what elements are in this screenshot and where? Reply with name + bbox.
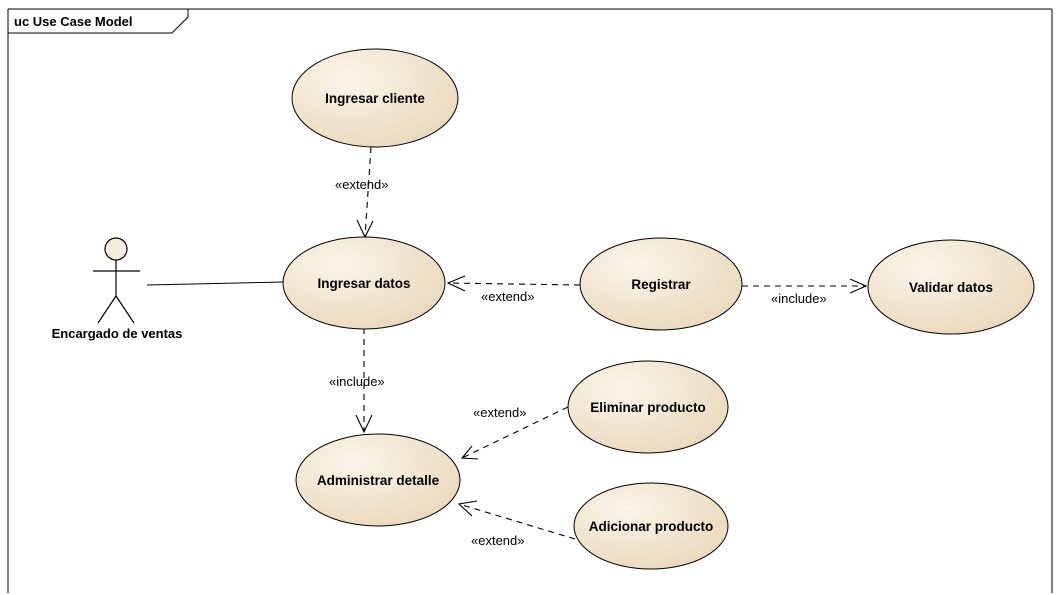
stereotype-label: «include» <box>329 374 385 389</box>
use-case-administrar-detalle[interactable]: Administrar detalle <box>295 433 461 527</box>
frame-title: uc Use Case Model <box>14 14 133 29</box>
diagram-frame: uc Use Case Model <box>7 8 1053 593</box>
use-case-ingresar-cliente[interactable]: Ingresar cliente <box>291 48 459 148</box>
extend-eliminar-producto-to-administrar-detalle: «extend» <box>460 405 569 460</box>
use-case-label: Validar datos <box>909 280 993 295</box>
use-case-ingresar-datos[interactable]: Ingresar datos <box>282 236 446 330</box>
include-registrar-to-validar-datos: «include» <box>742 278 868 306</box>
actor-encargado-de-ventas[interactable]: Encargado de ventas <box>52 237 183 341</box>
use-case-adicionar-producto[interactable]: Adicionar producto <box>573 482 729 570</box>
use-case-label: Eliminar producto <box>590 400 706 415</box>
use-case-eliminar-producto[interactable]: Eliminar producto <box>567 360 729 454</box>
frame-title-tab <box>8 9 189 34</box>
extend-ingresar-cliente-to-ingresar-datos: «extend» <box>335 146 389 239</box>
use-case-validar-datos[interactable]: Validar datos <box>867 239 1035 335</box>
use-case-label: Administrar detalle <box>317 473 440 488</box>
stereotype-label: «extend» <box>481 289 535 304</box>
use-case-label: Ingresar cliente <box>325 91 425 106</box>
include-ingresar-datos-to-administrar-detalle: «include» <box>329 328 385 434</box>
extend-adicionar-producto-to-administrar-detalle: «extend» <box>457 500 576 548</box>
use-case-label: Adicionar producto <box>589 519 714 534</box>
use-case-registrar[interactable]: Registrar <box>579 237 743 331</box>
stereotype-label: «extend» <box>473 405 527 420</box>
extend-registrar-to-ingresar-datos: «extend» <box>446 275 581 304</box>
use-case-label: Registrar <box>631 277 691 292</box>
stereotype-label: «extend» <box>335 177 389 192</box>
use-case-label: Ingresar datos <box>317 276 410 291</box>
stereotype-label: «include» <box>771 291 827 306</box>
actor-name: Encargado de ventas <box>52 326 183 341</box>
actor-head-icon <box>104 237 128 261</box>
association-actor-ingresar-datos <box>146 281 285 286</box>
stereotype-label: «extend» <box>471 533 525 548</box>
